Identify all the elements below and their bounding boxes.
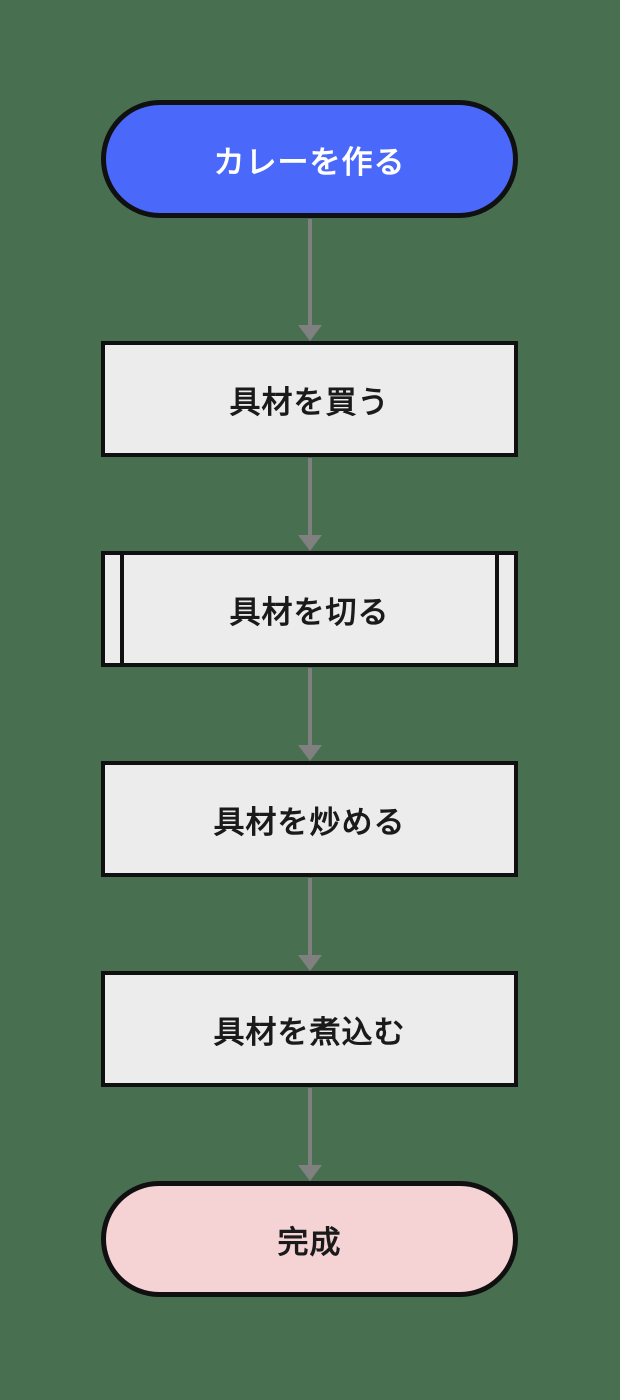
node-fry-label: 具材を炒める [213,804,406,840]
subroutine-bar-right [495,555,499,663]
node-done-label: 完成 [277,1224,342,1260]
flow-arrow-cut-to-fry [298,668,322,761]
arrow-head-icon [298,955,322,971]
arrow-line [308,1088,312,1169]
node-fry: 具材を炒める [101,761,518,877]
subroutine-bar-left [120,555,124,663]
arrow-line [308,668,312,749]
arrow-line [308,458,312,539]
flow-arrow-simmer-to-done [298,1088,322,1181]
arrow-line [308,219,312,329]
node-start: カレーを作る [101,100,518,218]
node-cut: 具材を切る [101,551,518,667]
flow-arrow-start-to-buy [298,219,322,341]
node-buy-label: 具材を買う [229,384,390,420]
node-simmer: 具材を煮込む [101,971,518,1087]
node-cut-label: 具材を切る [229,594,390,630]
arrow-head-icon [298,745,322,761]
arrow-line [308,878,312,959]
node-buy: 具材を買う [101,341,518,457]
flow-arrow-buy-to-cut [298,458,322,551]
node-start-label: カレーを作る [213,144,406,180]
node-done: 完成 [101,1181,518,1297]
arrow-head-icon [298,1165,322,1181]
node-simmer-label: 具材を煮込む [213,1014,406,1050]
arrow-head-icon [298,325,322,341]
arrow-head-icon [298,535,322,551]
flow-arrow-fry-to-simmer [298,878,322,971]
